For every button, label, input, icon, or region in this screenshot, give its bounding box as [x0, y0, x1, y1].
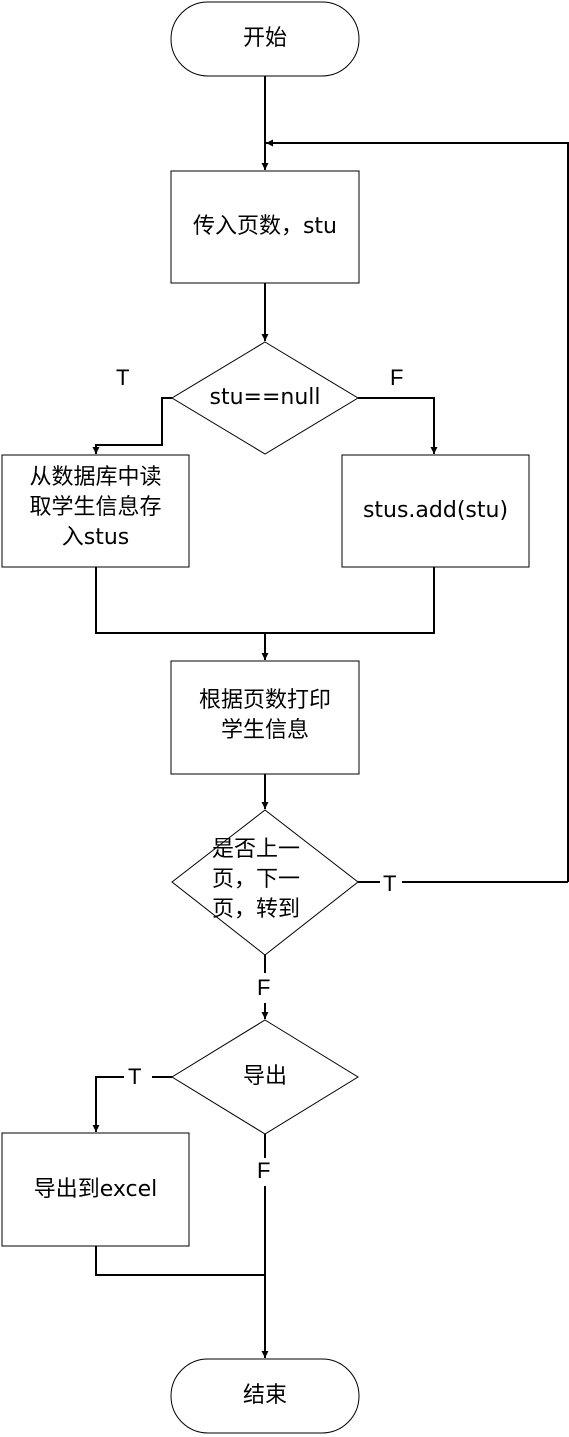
- arrow-loop-back: [266, 139, 569, 882]
- paging-label: 是否上一 页，下一 页，转到: [212, 837, 301, 922]
- read-db-process-box: [1, 454, 190, 568]
- export-excel-label: 导出到excel: [33, 1177, 158, 1202]
- edge-label-null-true: T: [116, 365, 130, 390]
- edge-label-export-false: F: [257, 1158, 271, 1183]
- export-q-label: 导出: [242, 1064, 287, 1089]
- null-check-label: stu==null: [209, 385, 321, 410]
- start-label: 开始: [242, 26, 287, 51]
- add-stu-label: stus.add(stu): [362, 498, 509, 523]
- end-terminal: [170, 1358, 360, 1434]
- line-excel-merge: [95, 1246, 265, 1276]
- arrow-export-true: [92, 1076, 124, 1132]
- print-info-label: 根据页数打印 学生信息: [198, 688, 331, 743]
- end-label: 结束: [242, 1383, 287, 1408]
- read-db-label: 从数据库中读 取学生信息存 入stus: [29, 465, 162, 550]
- null-check-decision: [171, 341, 359, 455]
- arrow-check-false: [358, 397, 438, 454]
- edge-label-paging-true: T: [383, 871, 397, 896]
- line-read-db-merge: [95, 567, 435, 634]
- edge-label-paging-false: F: [257, 975, 271, 1000]
- export-excel-process-box: [1, 1132, 190, 1247]
- input-process-box: [170, 170, 360, 284]
- arrow-check-true: [92, 397, 172, 454]
- add-stu-process-box: [341, 454, 530, 568]
- edge-label-export-true: T: [128, 1064, 142, 1089]
- edge-label-null-false: F: [390, 365, 404, 390]
- input-label: 传入页数，stu: [192, 214, 338, 239]
